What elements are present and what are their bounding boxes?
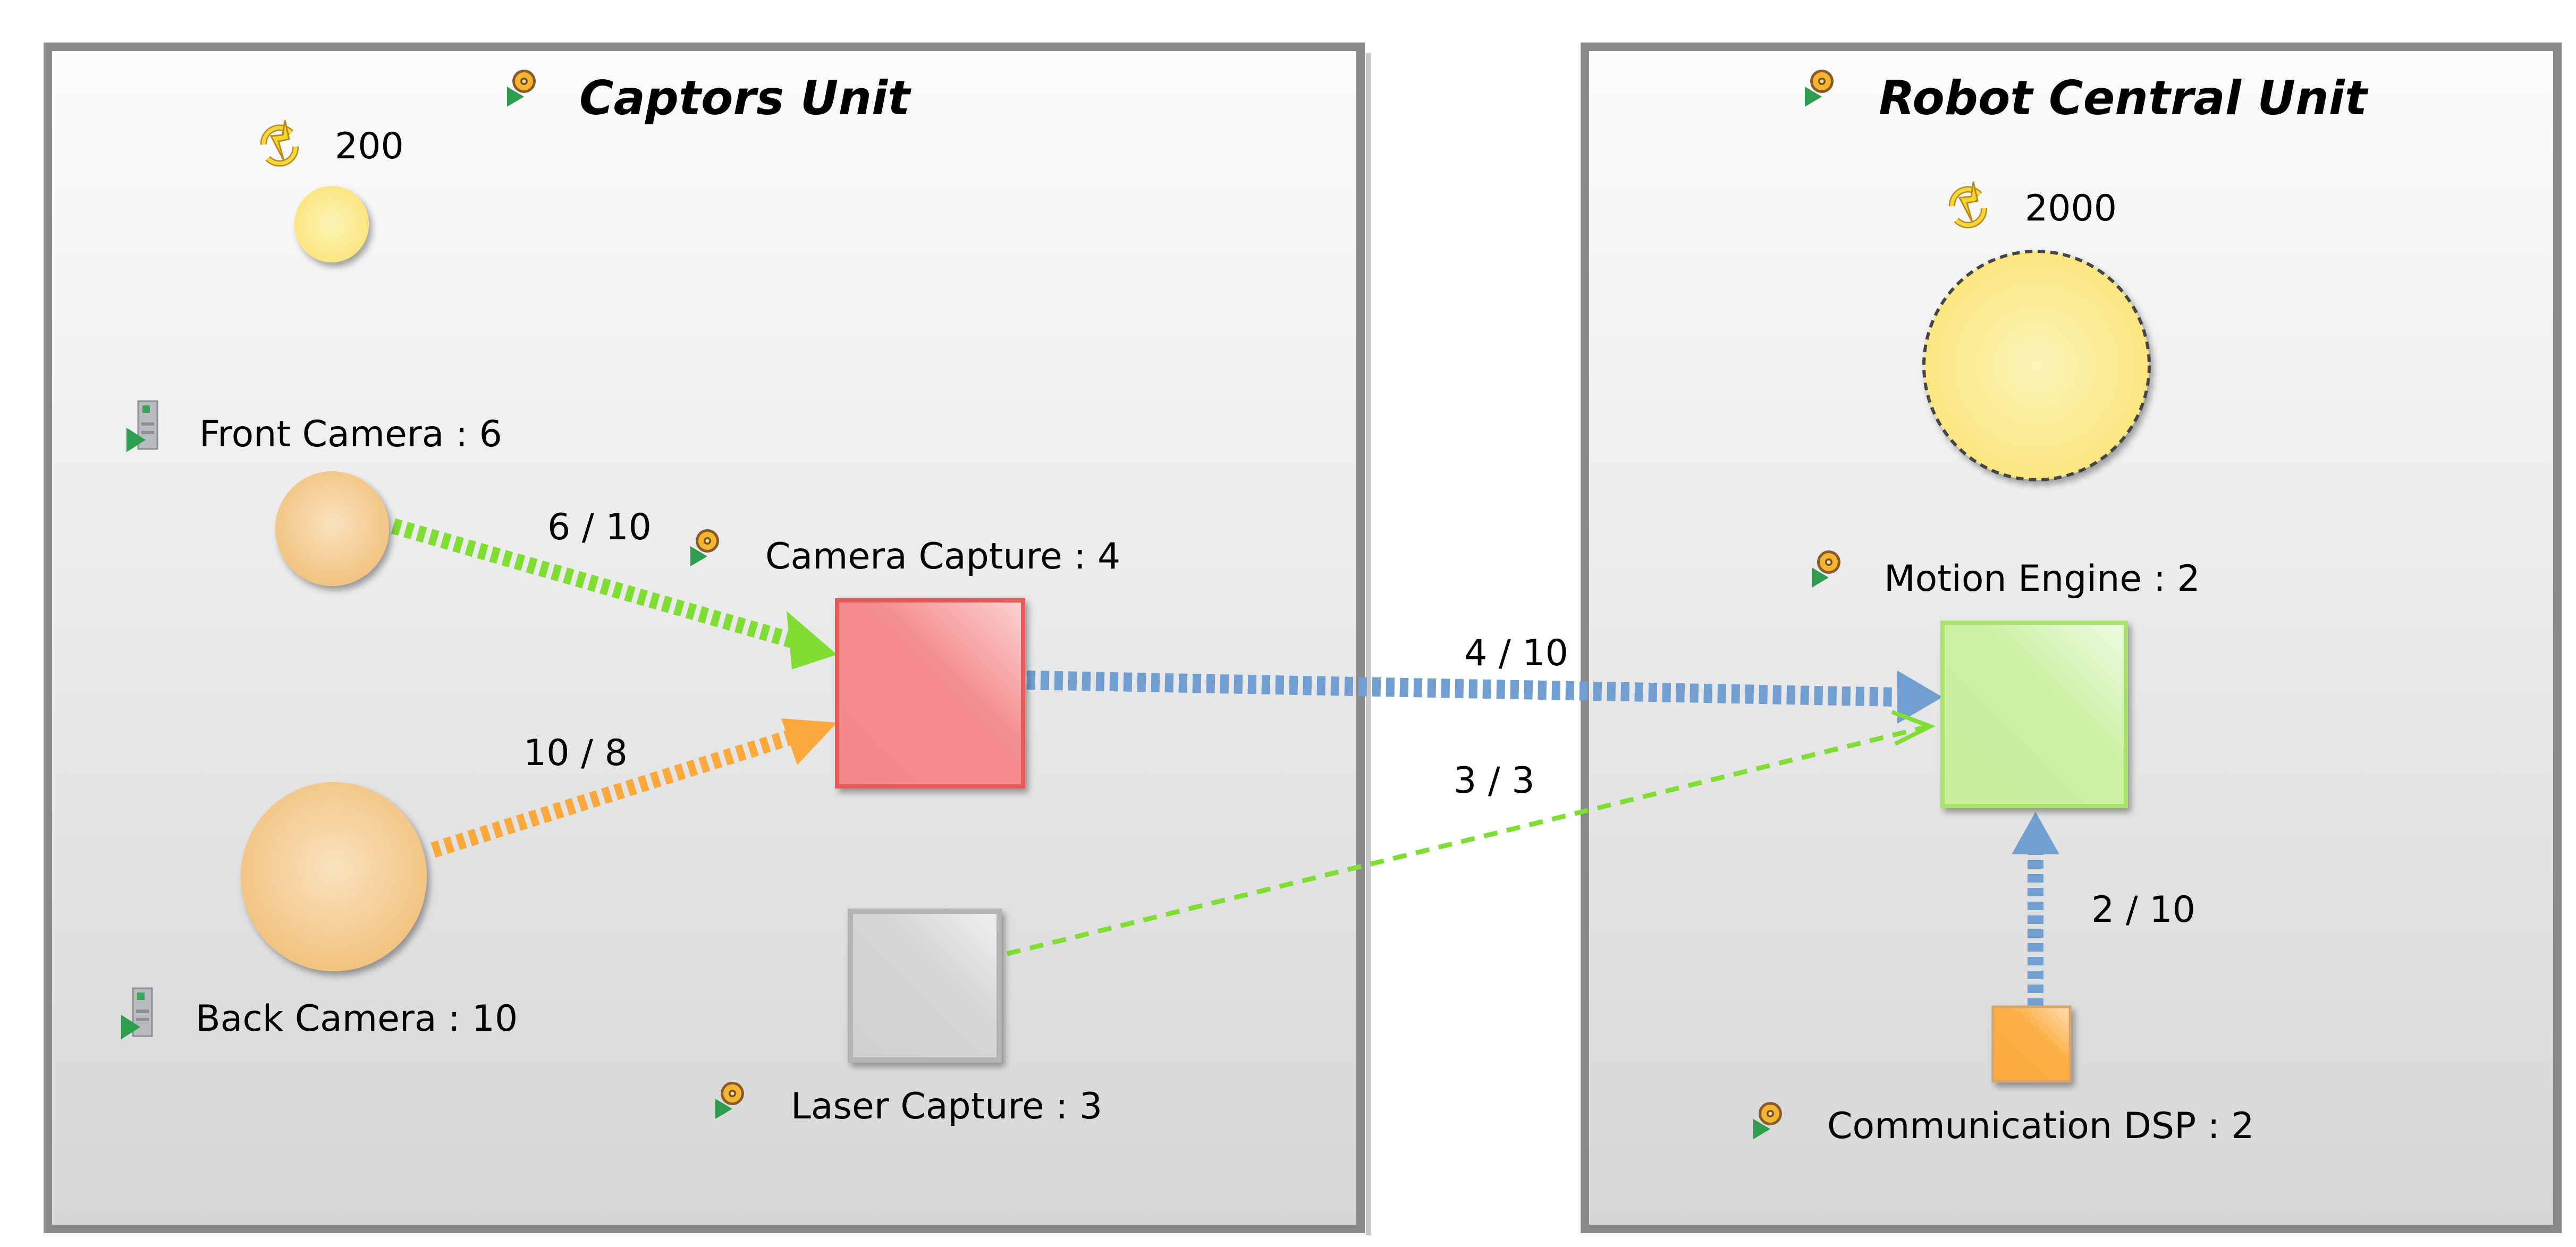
resource-value: 2000 — [2025, 188, 2117, 230]
front-camera-circle[interactable] — [275, 471, 389, 586]
arrowhead — [1897, 671, 1942, 724]
edge-front-camera-to-camera-capture[interactable] — [391, 518, 837, 669]
arrowhead — [1891, 710, 1936, 746]
resource-value: 200 — [335, 125, 404, 167]
unit-captors-frame — [44, 43, 1365, 1233]
node-motion-engine[interactable]: Motion Engine : 2 — [1812, 550, 2200, 808]
node-camera-capture[interactable]: Camera Capture : 4 — [690, 529, 1120, 788]
camera-capture-box[interactable] — [835, 598, 1025, 788]
communication-dsp-box[interactable] — [1991, 1005, 2072, 1083]
edge-communication-dsp-to-motion-engine[interactable] — [2012, 812, 2059, 1007]
arrowhead — [781, 718, 837, 765]
edge-laser-capture-to-motion-engine[interactable] — [1006, 710, 1936, 956]
node-laser-capture[interactable]: Laser Capture : 3 — [715, 909, 1102, 1127]
arrowhead — [787, 611, 837, 669]
node-label: Camera Capture : 4 — [765, 536, 1120, 578]
node-label: Front Camera : 6 — [199, 413, 502, 455]
node-communication-dsp[interactable]: Communication DSP : 2 — [1753, 1005, 2254, 1147]
edge-label: 10 / 8 — [523, 732, 628, 774]
node-label: Laser Capture : 3 — [791, 1085, 1102, 1127]
node-front-camera[interactable]: Front Camera : 6 — [125, 400, 502, 586]
resource-circle-captors[interactable] — [294, 186, 369, 262]
node-label: Back Camera : 10 — [196, 998, 518, 1040]
edge-back-camera-to-camera-capture[interactable] — [430, 718, 837, 858]
edges: 6 / 10 10 / 8 4 / 10 3 / 3 2 / 10 — [391, 506, 2195, 1007]
edge-label: 2 / 10 — [2091, 889, 2195, 931]
resource-circle-central[interactable] — [1922, 250, 2151, 481]
unit-captors-title: Captors Unit — [579, 71, 911, 125]
unit-central-title: Robot Central Unit — [1879, 71, 2369, 125]
edge-label: 3 / 3 — [1454, 760, 1535, 802]
edge-camera-capture-to-motion-engine[interactable] — [1026, 671, 1942, 724]
node-label: Communication DSP : 2 — [1827, 1105, 2254, 1147]
node-label: Motion Engine : 2 — [1884, 558, 2200, 600]
edge-label: 4 / 10 — [1464, 632, 1568, 674]
unit-captors[interactable]: Captors Unit 200 — [44, 43, 1371, 1235]
back-camera-circle[interactable] — [241, 782, 427, 971]
node-back-camera[interactable]: Back Camera : 10 — [120, 782, 518, 1040]
motion-engine-box[interactable] — [1940, 621, 2128, 808]
laser-capture-box[interactable] — [848, 909, 1002, 1063]
arrowhead — [2012, 812, 2059, 854]
edge-label: 6 / 10 — [547, 506, 652, 548]
